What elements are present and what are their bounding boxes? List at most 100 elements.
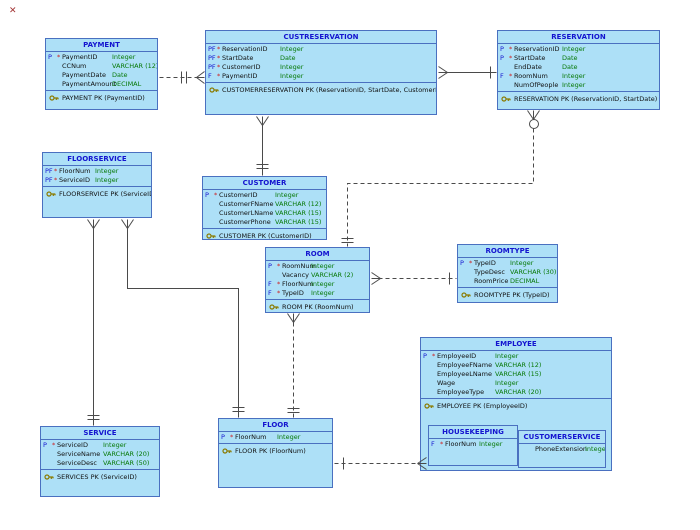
attribute-type: VARCHAR (30) bbox=[510, 268, 557, 276]
attribute-name: CCNum bbox=[62, 62, 87, 70]
attribute-name: CustomerLName bbox=[219, 209, 274, 217]
attribute-row[interactable]: F *PaymentID Integer bbox=[206, 72, 436, 81]
canvas-x-marker: ✕ bbox=[9, 6, 17, 16]
pk-separator bbox=[203, 228, 326, 229]
attribute-type: VARCHAR (15) bbox=[275, 218, 322, 226]
attribute-row[interactable]: PhoneExtensionInteger bbox=[519, 445, 605, 454]
attribute-name: TypeID bbox=[282, 289, 304, 297]
required-star: * bbox=[217, 45, 221, 53]
attribute-type: Integer bbox=[311, 280, 335, 288]
entity-title: SERVICE bbox=[41, 427, 159, 440]
attribute-name: ServiceID bbox=[57, 441, 88, 449]
key-letter: P bbox=[48, 53, 52, 61]
attribute-name: TypeID bbox=[474, 259, 496, 267]
primary-key-icon bbox=[269, 303, 279, 310]
entity-title: ROOM bbox=[266, 248, 369, 261]
primary-key-row: FLOOR PK (FloorNum) bbox=[219, 444, 332, 457]
key-letter: F bbox=[268, 289, 272, 297]
pk-separator bbox=[458, 287, 557, 288]
required-star: * bbox=[217, 72, 221, 80]
entity-customerservice[interactable]: CUSTOMERSERVICEPhoneExtensionInteger bbox=[518, 430, 606, 468]
primary-key-icon bbox=[424, 402, 434, 409]
attribute-name: CustomerID bbox=[219, 191, 258, 199]
primary-key-icon bbox=[501, 95, 511, 102]
primary-key-row: CUSTOMER PK (CustomerID) bbox=[203, 229, 326, 240]
attribute-type: Integer bbox=[280, 72, 304, 80]
attribute-name: Wage bbox=[437, 379, 456, 387]
attribute-name: PaymentID bbox=[62, 53, 98, 61]
primary-key-text: CUSTOMER PK (CustomerID) bbox=[219, 231, 312, 240]
primary-key-text: SERVICES PK (ServiceID) bbox=[57, 472, 137, 481]
required-star: * bbox=[230, 433, 234, 441]
attribute-name: PhoneExtension bbox=[535, 445, 588, 453]
attribute-type: Integer bbox=[495, 379, 519, 387]
attribute-name: Vacancy bbox=[282, 271, 310, 279]
relationship-markers-room-to-roomtype bbox=[371, 272, 450, 285]
required-star: * bbox=[217, 63, 221, 71]
required-star: * bbox=[277, 262, 281, 270]
attribute-type: DECIMAL bbox=[510, 277, 540, 285]
pk-separator bbox=[46, 90, 157, 91]
primary-key-text: ROOMTYPE PK (TypeID) bbox=[474, 290, 550, 299]
attribute-name: CustomerFName bbox=[219, 200, 274, 208]
attribute-type: Integer bbox=[311, 262, 335, 270]
attribute-name: PaymentID bbox=[222, 72, 258, 80]
relationship-floorservice-to-floor[interactable] bbox=[127, 228, 239, 418]
key-letter: PF bbox=[208, 54, 216, 62]
key-letter: P bbox=[205, 191, 209, 199]
attribute-row[interactable]: Wage Integer bbox=[421, 379, 611, 388]
relationship-reservation-to-room[interactable] bbox=[347, 128, 534, 247]
attribute-name: ServiceName bbox=[57, 450, 101, 458]
key-letter: F bbox=[208, 72, 212, 80]
attribute-name: EmployeeFName bbox=[437, 361, 493, 369]
